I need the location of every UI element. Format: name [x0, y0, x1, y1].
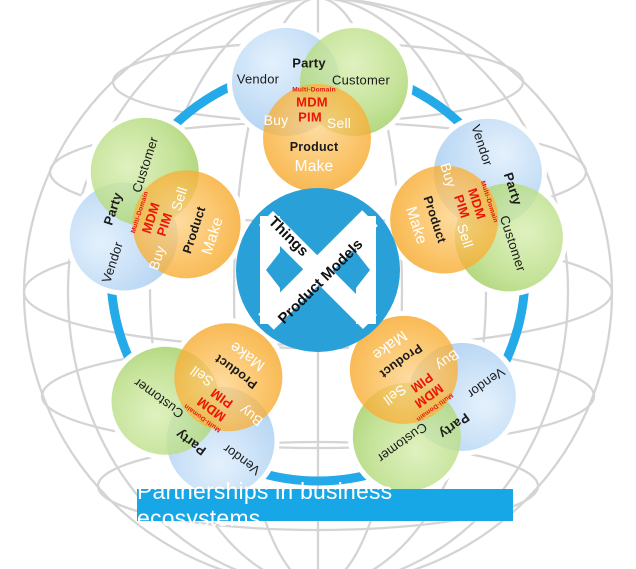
- label-buy: Buy: [263, 112, 289, 128]
- label-customer: Customer: [332, 72, 390, 88]
- label-product: Product: [289, 140, 339, 154]
- label-vendor: Vendor: [236, 71, 280, 87]
- label-multi-domain: Multi-Domain: [292, 86, 336, 94]
- crossed-ribbons-x-icon: [258, 210, 378, 330]
- label-pim: PIM: [298, 109, 322, 125]
- label-sell: Sell: [326, 115, 352, 131]
- central-hub: Things Product Models: [236, 188, 400, 352]
- product-circle: [263, 84, 371, 192]
- label-make: Make: [294, 158, 334, 175]
- caption-text: Partnerships in business ecosystems: [137, 478, 393, 531]
- caption-banner: Partnerships in business ecosystems: [137, 478, 513, 531]
- label-party: Party: [292, 55, 326, 71]
- label-mdm: MDM: [296, 94, 328, 110]
- venn-petal-top: Vendor Party Customer Multi-Domain MDM P…: [224, 6, 414, 197]
